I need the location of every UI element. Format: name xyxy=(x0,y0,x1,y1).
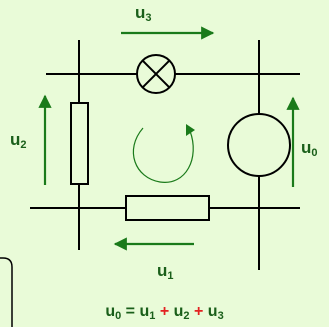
resistor-left xyxy=(70,102,89,185)
loop-direction-arrow xyxy=(132,127,194,183)
frame-edge xyxy=(0,257,13,327)
label-u1: u1 xyxy=(157,261,174,282)
label-u0: u0 xyxy=(301,138,318,159)
label-u3: u3 xyxy=(135,3,152,24)
lamp-icon xyxy=(136,54,176,94)
kirchhoff-formula: u0 = u1 + u2 + u3 xyxy=(105,303,224,322)
voltage-source-icon xyxy=(227,113,291,177)
resistor-bottom xyxy=(125,195,210,221)
label-u2: u2 xyxy=(10,130,27,151)
